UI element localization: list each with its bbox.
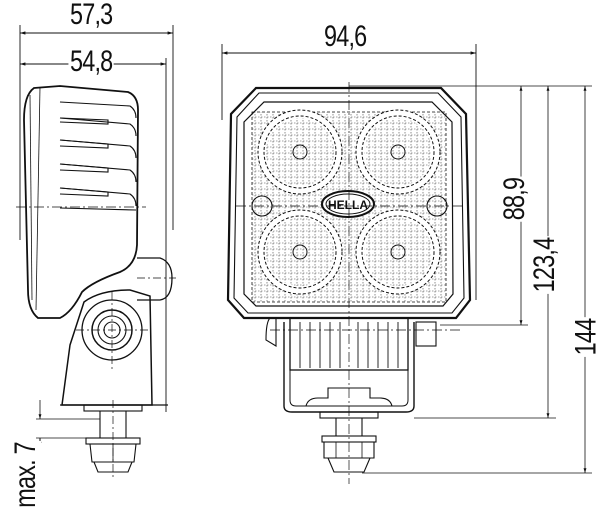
dim-overall-height: 144 [569,317,600,357]
dim-housing-depth: 54,8 [68,45,114,78]
hella-logo-text: HELLA [328,198,368,212]
front-view: HELLA [221,44,592,484]
dim-front-width: 94,6 [322,20,368,53]
dim-housing-height: 88,9 [498,176,532,222]
dim-height-to-bracket: 123,4 [528,236,562,294]
side-view [16,25,176,508]
dim-max-thread-length: max. 7 [9,440,43,510]
dim-overall-depth: 57,3 [68,0,114,31]
